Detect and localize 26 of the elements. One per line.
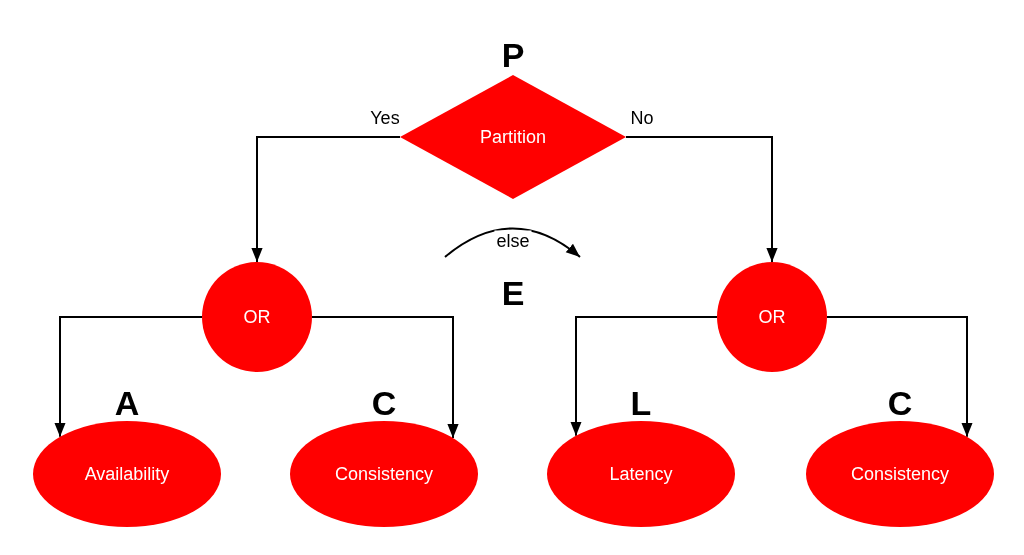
letter-label: E	[501, 273, 525, 313]
letter-label: A	[114, 383, 140, 423]
node-label: OR	[243, 306, 271, 328]
connector-arrow	[311, 316, 459, 439]
outcome-ellipse	[290, 421, 478, 527]
outcome-ellipse	[547, 421, 735, 527]
node-label: Availability	[84, 463, 170, 485]
connector-arrow	[54, 316, 203, 438]
letter-label: P	[501, 35, 525, 75]
connector-arrow	[251, 136, 401, 263]
decision-diamond	[400, 75, 626, 199]
node-label: OR	[758, 306, 786, 328]
or-circle	[202, 262, 312, 372]
letter-label: C	[371, 383, 397, 423]
node-label: Consistency	[850, 463, 949, 485]
letter-label: L	[630, 383, 652, 423]
connector-arrow	[826, 316, 973, 438]
connector-arrow	[625, 136, 778, 263]
outcome-ellipse	[806, 421, 994, 527]
node-label: Partition	[479, 126, 546, 148]
node-label: Latency	[609, 463, 673, 485]
connector-arrow	[570, 316, 718, 437]
node-label: Consistency	[334, 463, 433, 485]
outcome-ellipse	[33, 421, 221, 527]
or-circle	[717, 262, 827, 372]
letter-label: C	[887, 383, 913, 423]
